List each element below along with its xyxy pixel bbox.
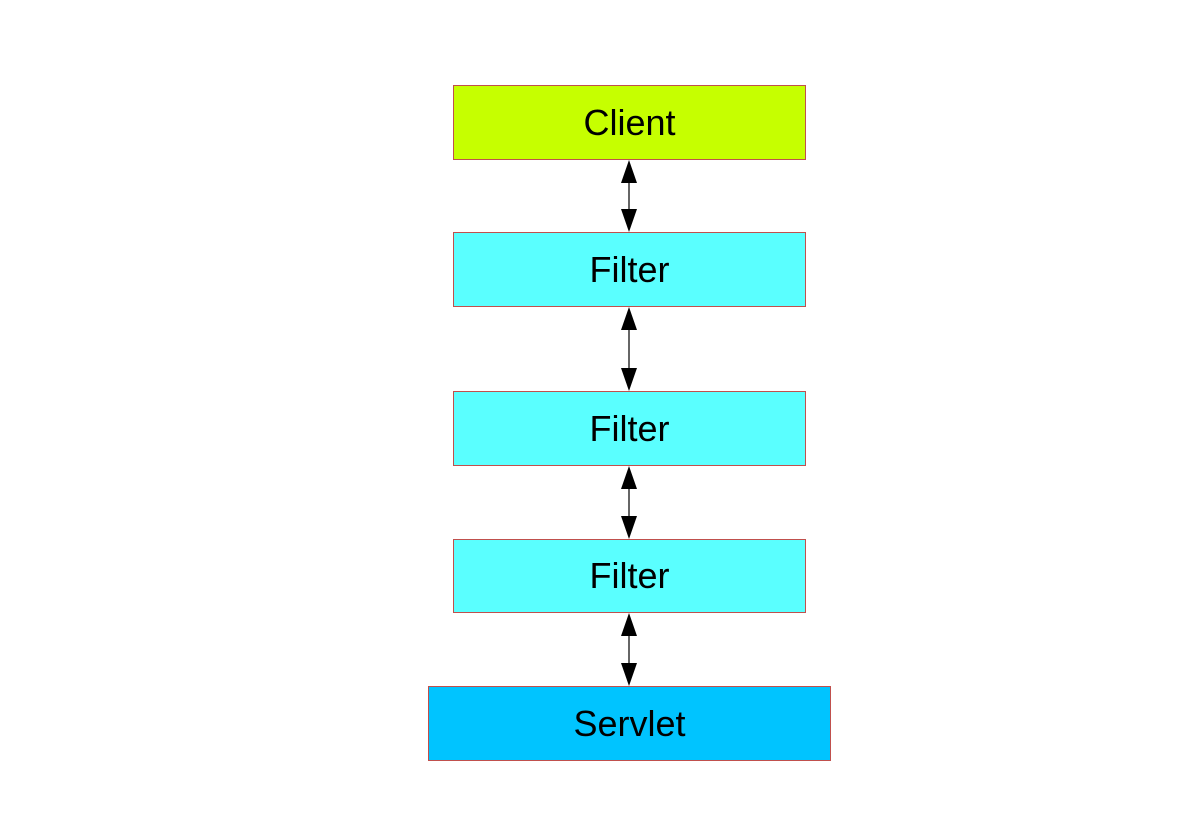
filter-node-3: Filter bbox=[453, 539, 806, 613]
servlet-label: Servlet bbox=[573, 702, 686, 744]
connector-client-filter1 bbox=[621, 160, 637, 232]
filter-label-3: Filter bbox=[589, 555, 670, 596]
filter-node-1: Filter bbox=[453, 232, 806, 307]
connector-filter3-servlet bbox=[621, 613, 637, 686]
filter-label-2: Filter bbox=[589, 407, 670, 449]
client-label: Client bbox=[583, 101, 676, 143]
servlet-node: Servlet bbox=[428, 686, 831, 761]
client-node: Client bbox=[453, 85, 806, 160]
filter-label-1: Filter bbox=[589, 248, 670, 290]
filter-node-2: Filter bbox=[453, 391, 806, 466]
connector-filter1-filter2 bbox=[621, 307, 637, 391]
connector-filter2-filter3 bbox=[621, 466, 637, 539]
